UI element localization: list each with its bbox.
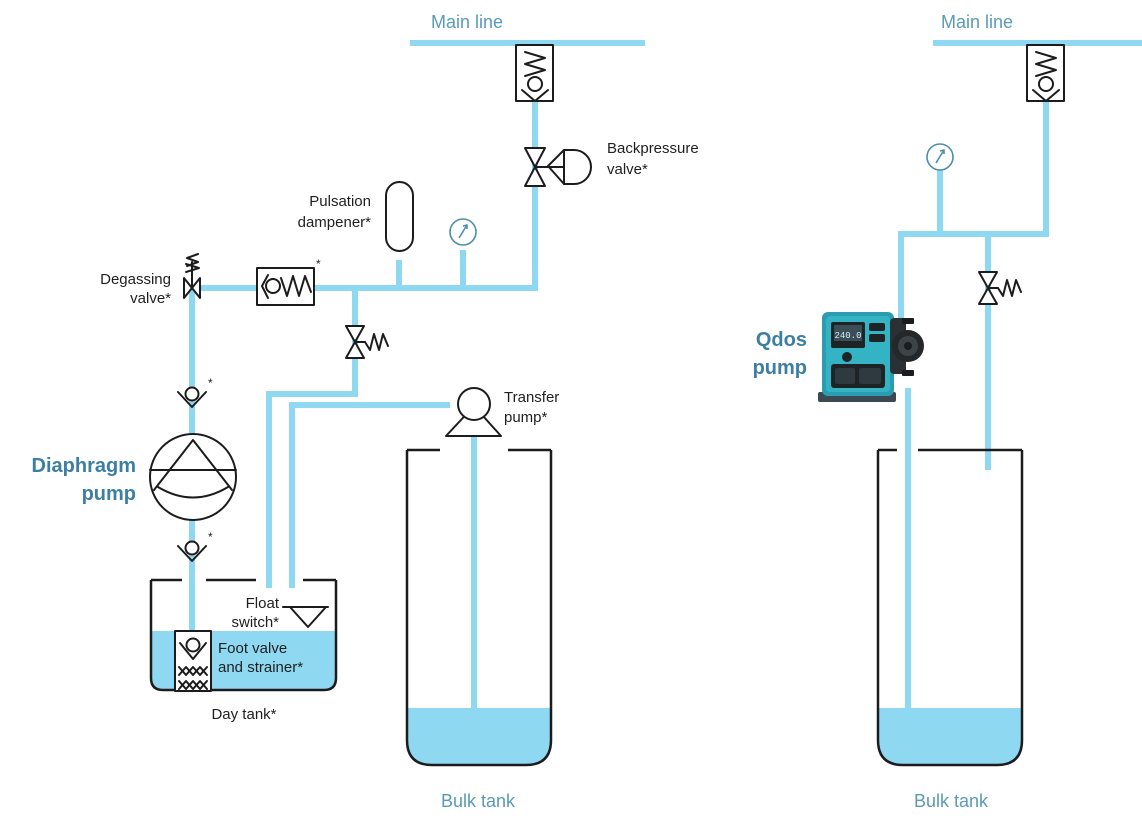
diaphragm-pump-label-line1: Diaphragm bbox=[32, 455, 136, 477]
degassing-valve-symbol bbox=[183, 253, 201, 299]
suction-check-valve-top-icon bbox=[177, 386, 207, 408]
left-system: Main line Backpressure valve* Pulsation … bbox=[32, 12, 699, 811]
left-pipes bbox=[189, 40, 645, 708]
pulsation-dampener-symbol bbox=[385, 181, 414, 252]
backpressure-label-line1: Backpressure bbox=[607, 140, 699, 157]
left-pressure-gauge-icon bbox=[449, 218, 477, 246]
pulsation-label-line1: Pulsation bbox=[309, 193, 371, 210]
left-bulk-tank-label: Bulk tank bbox=[441, 791, 516, 811]
transfer-pump-label-line1: Transfer bbox=[504, 389, 559, 406]
backpressure-valve-symbol bbox=[524, 147, 592, 187]
left-relief-valve-symbol bbox=[345, 325, 389, 359]
diaphragm-pump-symbol bbox=[149, 433, 237, 521]
degassing-label-line1: Degassing bbox=[100, 271, 171, 288]
float-switch-label-line1: Float bbox=[246, 595, 280, 612]
right-bulk-tank-liquid bbox=[878, 708, 1022, 765]
transfer-pump-symbol bbox=[445, 387, 502, 437]
right-bulk-tank bbox=[876, 448, 1024, 767]
day-tank bbox=[149, 578, 338, 692]
transfer-pump-label-line2: pump* bbox=[504, 409, 548, 426]
left-bulk-tank bbox=[405, 448, 553, 767]
right-pipes bbox=[898, 40, 1142, 708]
left-main-line-label: Main line bbox=[431, 12, 503, 32]
backpressure-label-line2: valve* bbox=[607, 161, 648, 178]
right-system: 240.0 Main line Qdos pump Bulk tank bbox=[753, 12, 1142, 811]
qdos-pump-image: 240.0 bbox=[818, 312, 924, 402]
right-main-line-label: Main line bbox=[941, 12, 1013, 32]
qdos-label-line1: Qdos bbox=[756, 329, 807, 351]
right-relief-valve-symbol bbox=[978, 271, 1022, 305]
right-main-line-check-valve bbox=[1026, 44, 1065, 102]
right-bulk-tank-label: Bulk tank bbox=[914, 791, 989, 811]
diaphragm-pump-label-line2: pump bbox=[82, 483, 136, 505]
float-switch-symbol bbox=[282, 606, 329, 628]
left-bulk-tank-liquid bbox=[407, 708, 551, 765]
svg-text:240.0: 240.0 bbox=[834, 331, 861, 341]
foot-valve-label-line2: and strainer* bbox=[218, 659, 303, 676]
bottom-check-asterisk: * bbox=[208, 530, 213, 544]
left-main-line-check-valve bbox=[515, 44, 554, 102]
check-valve-asterisk: * bbox=[316, 257, 321, 271]
right-pressure-gauge-icon bbox=[926, 143, 954, 171]
day-tank-label: Day tank* bbox=[211, 706, 276, 723]
foot-valve-strainer-symbol bbox=[174, 630, 212, 692]
degassing-label-line2: valve* bbox=[130, 290, 171, 307]
suction-check-valve-bottom-icon bbox=[177, 540, 207, 562]
pulsation-label-line2: dampener* bbox=[298, 214, 372, 231]
top-check-asterisk: * bbox=[208, 376, 213, 390]
qdos-label-line2: pump bbox=[753, 357, 807, 379]
float-switch-label-line2: switch* bbox=[231, 614, 279, 631]
foot-valve-label-line1: Foot valve bbox=[218, 640, 287, 657]
discharge-check-valve-symbol bbox=[256, 267, 315, 306]
